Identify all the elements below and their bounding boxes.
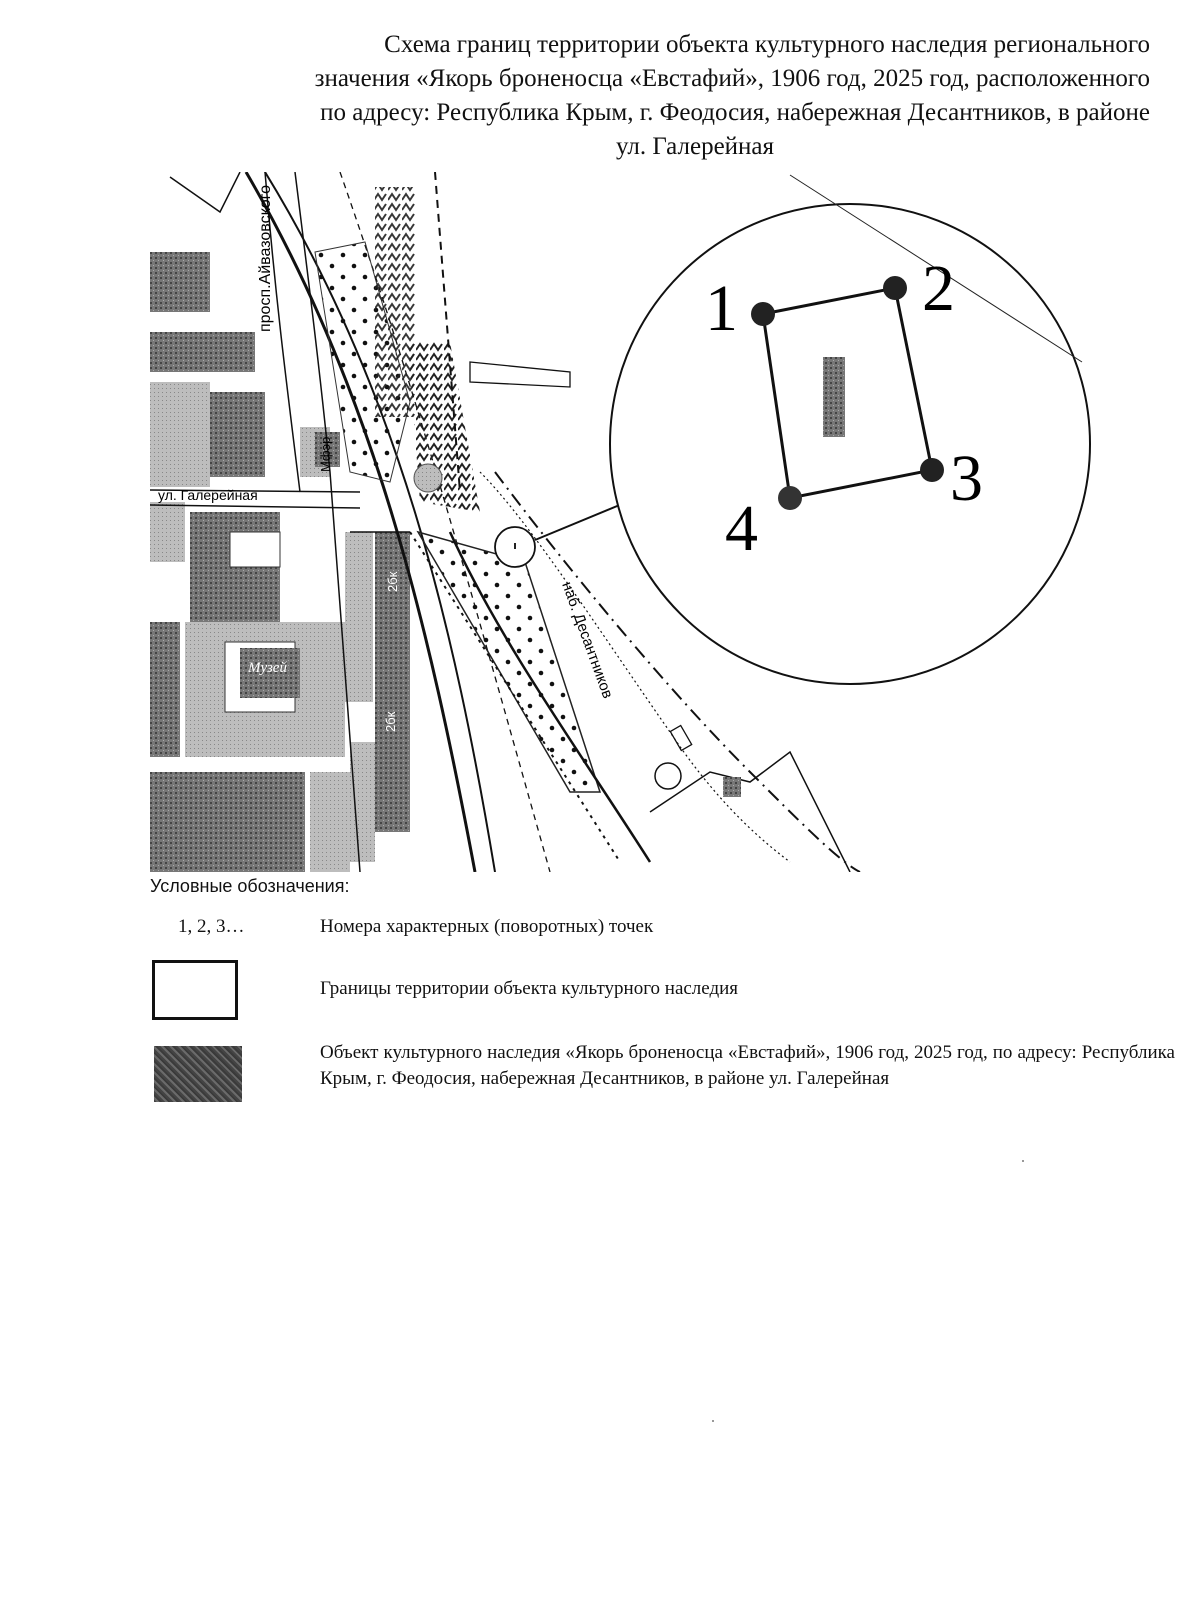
callout-connector (534, 503, 623, 541)
title-line-2: значения «Якорь броненосца «Евстафий», 1… (314, 65, 1150, 92)
title-line-1: Схема границ территории объекта культурн… (384, 31, 1150, 58)
boundary-point-2 (883, 276, 907, 300)
point-label-4: 4 (725, 492, 758, 565)
map-title: Схема границ территории объекта культурн… (120, 28, 1150, 164)
title-line-3: по адресу: Республика Крым, г. Феодосия,… (320, 99, 1150, 126)
legend-heading: Условные обозначения: (150, 876, 350, 896)
street-label-galereinaya: ул. Галерейная (158, 487, 258, 503)
building-label-a: Мфэр (318, 437, 333, 472)
boundary-point-3 (920, 458, 944, 482)
boundary-point-4 (778, 486, 802, 510)
legend-boundary-swatch (152, 960, 238, 1020)
point-label-1: 1 (705, 272, 738, 345)
buildings-west (150, 252, 410, 872)
point-label-2: 2 (922, 252, 955, 325)
legend-points-key: 1, 2, 3… (178, 916, 245, 937)
legend-object-desc: Объект культурного наследия «Якорь броне… (320, 1042, 1175, 1089)
embankment (434, 172, 861, 872)
boundary-point-1 (751, 302, 775, 326)
building-label-b: 2бк (385, 571, 400, 592)
title-line-4: ул. Галерейная (615, 133, 775, 160)
inset-magnifier: 1 2 3 4 (609, 174, 1091, 685)
building-label-museum: Музей (247, 660, 287, 676)
boundary-map: просп.Айвазовского ул. Галерейная наб. Д… (150, 172, 1091, 872)
scan-speck (712, 1420, 714, 1422)
legend-boundary-desc: Границы территории объекта культурного н… (320, 978, 739, 999)
legend-points-desc: Номера характерных (поворотных) точек (320, 916, 654, 937)
park-south (416, 530, 602, 793)
legend-object-swatch (154, 1046, 242, 1102)
building-label-c: 2бк (383, 711, 398, 732)
scan-speck (1022, 1160, 1024, 1162)
point-label-3: 3 (950, 442, 983, 515)
street-label-aivazovsky: просп.Айвазовского (257, 185, 274, 332)
anchor-object (823, 357, 845, 437)
